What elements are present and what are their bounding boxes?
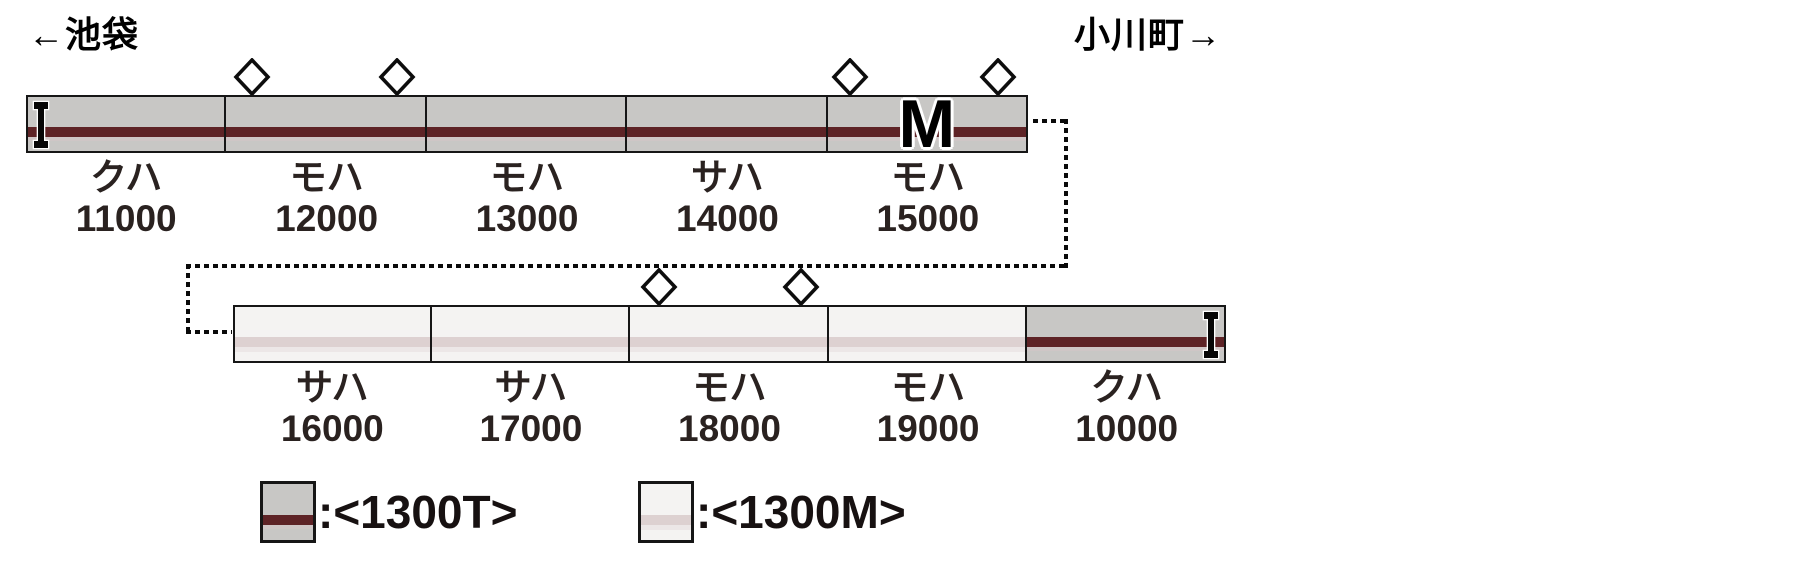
livery-stripe (828, 337, 1026, 352)
legend-swatch-1300t (260, 481, 316, 543)
pantograph-diamond-icon (831, 57, 869, 97)
car-body (429, 305, 631, 363)
motorized-car-marker: M (898, 86, 956, 162)
car-body (625, 95, 828, 153)
cab-end-marker-icon (31, 100, 51, 155)
car-number: 16000 (280, 408, 384, 449)
legend-label-1300m: :<1300M> (696, 486, 906, 538)
legend-item-1300t: :<1300T> (260, 481, 517, 543)
livery-stripe (627, 127, 826, 141)
car-body (1025, 305, 1226, 363)
car-number: 13000 (475, 198, 579, 239)
cab-end-marker-icon (1201, 310, 1221, 365)
legend-item-1300m: :<1300M> (638, 481, 906, 543)
livery-stripe (1027, 337, 1224, 351)
car-number: 19000 (876, 408, 980, 449)
car-type: クハ (90, 157, 163, 198)
car-number: 11000 (75, 198, 177, 239)
car-body (26, 95, 227, 155)
car-number: 12000 (275, 198, 379, 239)
car-type: モハ (490, 157, 565, 198)
pantograph-diamond-icon (378, 57, 416, 97)
car-type: サハ (296, 367, 369, 408)
livery-stripe (431, 337, 629, 352)
livery-stripe (641, 515, 691, 530)
car-number: 14000 (675, 198, 779, 239)
legend-swatch-1300m (638, 481, 694, 543)
direction-label-ogawamachi: 小川町→ (1074, 14, 1223, 55)
direction-label-ikebukuro: ←池袋 (28, 14, 140, 55)
car-type: モハ (891, 367, 966, 408)
car-number: 17000 (479, 408, 583, 449)
livery-stripe (226, 127, 425, 141)
car-number: 15000 (876, 198, 980, 239)
connector-segment (186, 330, 232, 334)
car-body (233, 305, 432, 363)
car-body (224, 95, 427, 153)
connector-segment (186, 264, 190, 334)
car-number: 18000 (678, 408, 781, 449)
car-type: クハ (1090, 367, 1163, 408)
car-body (826, 305, 1028, 363)
legend-label-1300t: :<1300T> (318, 486, 518, 538)
car-body (424, 95, 628, 153)
pantograph-diamond-icon (782, 267, 820, 307)
connector-segment (1033, 119, 1067, 123)
livery-stripe (263, 515, 313, 529)
car-type: モハ (692, 367, 767, 408)
car-body (628, 305, 829, 363)
livery-stripe (827, 127, 1027, 141)
connector-segment (1064, 119, 1068, 268)
connector-segment (186, 264, 1068, 268)
pantograph-diamond-icon (233, 57, 271, 97)
car-type: モハ (890, 157, 965, 198)
livery-stripe (426, 127, 626, 141)
car-body: M (825, 89, 1029, 159)
pantograph-diamond-icon (979, 57, 1017, 97)
car-number: 10000 (1075, 408, 1179, 449)
livery-stripe (28, 127, 225, 141)
car-type: モハ (289, 157, 364, 198)
car-type: サハ (691, 157, 764, 198)
car-type: サハ (494, 367, 568, 408)
livery-stripe (235, 337, 430, 352)
livery-stripe (630, 337, 827, 352)
pantograph-diamond-icon (640, 267, 678, 307)
